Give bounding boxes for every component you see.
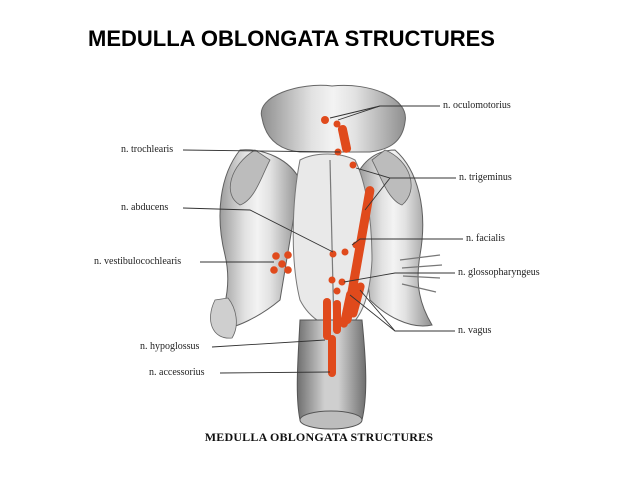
nucleus-vestib-2 bbox=[284, 251, 292, 259]
label-glossopharyngeus: n. glossopharyngeus bbox=[458, 267, 540, 278]
nucleus-trigeminal-column bbox=[342, 186, 375, 325]
label-vagus: n. vagus bbox=[458, 325, 492, 336]
label-vestibulocochlearis: n. vestibulocochlearis bbox=[94, 256, 182, 267]
label-abducens: n. abducens bbox=[121, 202, 169, 213]
leader-trochlearis bbox=[182, 149, 341, 153]
nucleus-vestib-4 bbox=[270, 266, 278, 274]
label-hypoglossus: n. hypoglossus bbox=[140, 341, 200, 352]
cord-cross-section bbox=[299, 410, 363, 430]
right-nerve-roots bbox=[399, 254, 443, 293]
nucleus-glosso-1 bbox=[328, 276, 336, 284]
leader-accessorius bbox=[219, 371, 331, 374]
nucleus-trigeminal-small bbox=[349, 161, 357, 169]
median-sulcus bbox=[329, 159, 335, 331]
nucleus-abducens-2 bbox=[341, 248, 349, 256]
label-facialis: n. facialis bbox=[466, 233, 505, 244]
nucleus-accessorius bbox=[328, 335, 336, 377]
nucleus-glosso-3 bbox=[333, 287, 341, 295]
cranial-nerve-nuclei bbox=[270, 116, 375, 377]
left-bulge bbox=[210, 297, 237, 339]
label-trigeminus: n. trigeminus bbox=[459, 172, 512, 183]
nucleus-abducens-1 bbox=[329, 250, 337, 258]
leader-hypoglossus bbox=[211, 339, 326, 348]
nucleus-oculomotor-2 bbox=[333, 120, 341, 128]
label-trochlearis: n. trochlearis bbox=[121, 144, 174, 155]
nucleus-vestib-5 bbox=[284, 266, 292, 274]
nucleus-oculomotor-1 bbox=[321, 116, 329, 124]
nucleus-vagus-1 bbox=[339, 290, 355, 328]
nucleus-glosso-2 bbox=[338, 278, 346, 286]
leader-trigeminus-2 bbox=[364, 177, 391, 211]
leader-vagus-2 bbox=[359, 289, 396, 332]
leader-oculomotorius-2 bbox=[329, 105, 381, 119]
left-fold bbox=[229, 149, 271, 206]
nucleus-hypoglossus-1 bbox=[323, 298, 331, 340]
nucleus-vestib-3 bbox=[278, 260, 286, 268]
nucleus-hypoglossus-2 bbox=[333, 300, 341, 334]
leader-glossopharyngeus bbox=[343, 272, 455, 283]
slide-title: MEDULLA OBLONGATA STRUCTURES bbox=[88, 26, 495, 51]
nucleus-column-upper bbox=[337, 125, 352, 153]
leader-lines bbox=[182, 105, 463, 374]
label-oculomotorius: n. oculomotorius bbox=[443, 100, 511, 111]
nucleus-vestib-1 bbox=[272, 252, 280, 260]
leader-abducens bbox=[182, 207, 334, 253]
right-fold bbox=[371, 149, 412, 206]
figure-caption: MEDULLA OBLONGATA STRUCTURES bbox=[204, 430, 434, 444]
midbrain-region bbox=[260, 84, 406, 153]
leader-facialis bbox=[351, 238, 463, 246]
label-accessorius: n. accessorius bbox=[149, 367, 205, 378]
